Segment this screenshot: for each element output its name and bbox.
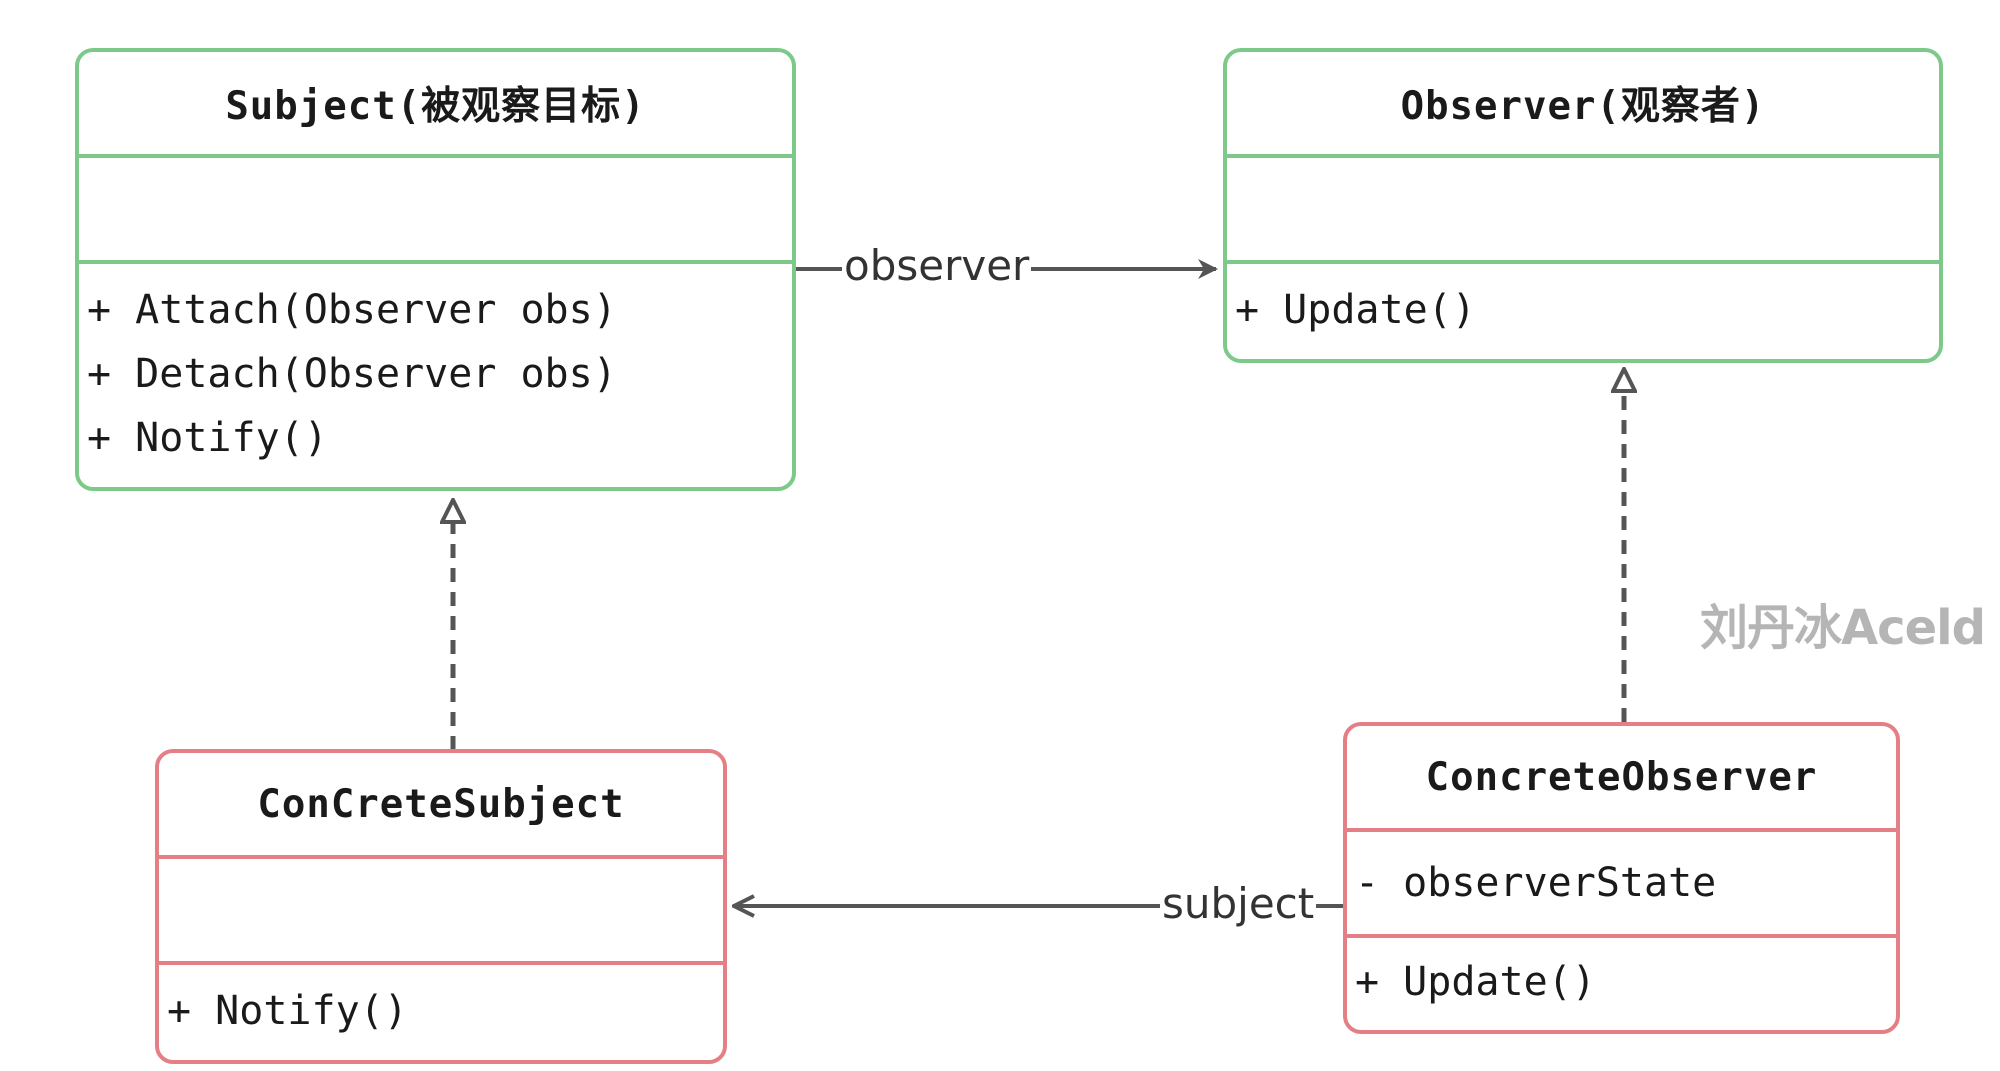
class-observer-attributes (1227, 154, 1939, 260)
edge-label-observer: observer (842, 241, 1032, 290)
class-concrete-subject[interactable]: ConCreteSubject + Notify() (155, 749, 727, 1064)
edge-label-subject: subject (1160, 879, 1317, 928)
class-concrete-subject-attributes (159, 855, 723, 961)
class-concrete-observer[interactable]: ConcreteObserver - observerState + Updat… (1343, 722, 1900, 1034)
class-subject-attributes (79, 154, 792, 260)
method-detach: + Detach(Observer obs) (87, 351, 617, 397)
method-update: + Update() (1235, 287, 1476, 333)
class-subject-methods: + Attach(Observer obs) + Detach(Observer… (79, 260, 792, 470)
class-observer-title: Observer(观察者) (1400, 84, 1766, 129)
class-observer-methods: + Update() (1227, 260, 1939, 342)
class-concrete-subject-title: ConCreteSubject (257, 781, 625, 827)
method-update: + Update() (1355, 959, 1596, 1005)
class-concrete-observer-attributes: - observerState (1347, 828, 1896, 934)
watermark: 刘丹冰Aceld (1700, 600, 1986, 656)
class-subject-title: Subject(被观察目标) (225, 84, 646, 129)
attribute-observer-state: - observerState (1355, 860, 1717, 906)
method-notify: + Notify() (87, 415, 328, 461)
class-concrete-subject-methods: + Notify() (159, 961, 723, 1043)
class-concrete-observer-title: ConcreteObserver (1425, 754, 1818, 800)
class-subject[interactable]: Subject(被观察目标) + Attach(Observer obs) + … (75, 48, 796, 491)
class-concrete-observer-methods: + Update() (1347, 934, 1896, 1014)
method-notify: + Notify() (167, 988, 408, 1034)
method-attach: + Attach(Observer obs) (87, 287, 617, 333)
class-observer[interactable]: Observer(观察者) + Update() (1223, 48, 1943, 363)
